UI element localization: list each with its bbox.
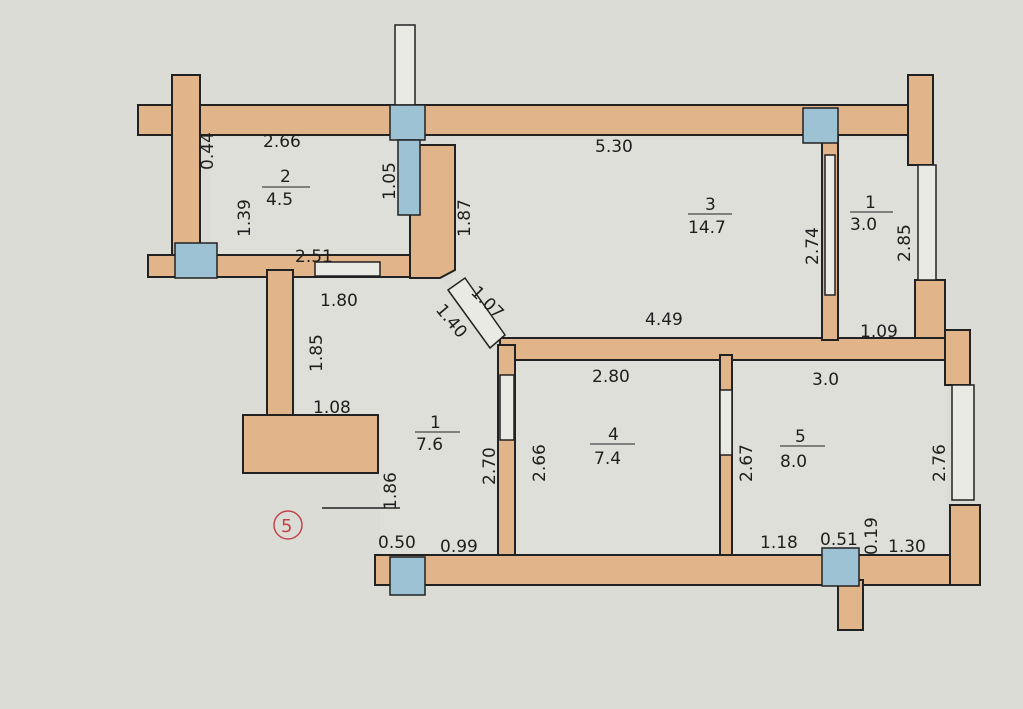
dim-0-50: 0.50 [378, 533, 416, 553]
room-4-number: 4 [608, 425, 619, 445]
dim-2-74: 2.74 [803, 227, 823, 265]
openings [314, 24, 975, 501]
dim-1-86: 1.86 [381, 472, 401, 510]
dim-2-67: 2.67 [737, 444, 757, 482]
hall-1-area: 7.6 [416, 435, 443, 455]
dim-1-87: 1.87 [455, 199, 475, 237]
dim-1-18: 1.18 [760, 533, 798, 553]
room-floors [210, 138, 947, 558]
room-4-area: 7.4 [594, 449, 621, 469]
room-3-number: 3 [705, 195, 716, 215]
dim-0-19: 0.19 [862, 517, 882, 555]
dim-1-39: 1.39 [235, 199, 255, 237]
dim-0-51: 0.51 [820, 530, 858, 550]
columns [174, 104, 860, 596]
dim-0-44: 0.44 [198, 132, 218, 170]
dimension-labels: 2.66 2.51 5.30 4.49 1.09 1.80 1.08 0.50 … [198, 132, 950, 557]
dim-1-80: 1.80 [320, 291, 358, 311]
dim-1-85: 1.85 [307, 334, 327, 372]
dim-2-70: 2.70 [480, 447, 500, 485]
hall-1-number: 1 [430, 413, 441, 433]
dim-2-76: 2.76 [930, 444, 950, 482]
dim-2-66-room4: 2.66 [530, 444, 550, 482]
dim-4-49: 4.49 [645, 310, 683, 330]
balcony-1-number: 1 [865, 193, 876, 213]
dim-3-0: 3.0 [812, 370, 839, 390]
dim-5-30: 5.30 [595, 137, 633, 157]
room-labels: 2 4.5 3 14.7 1 3.0 1 7.6 4 7.4 5 8.0 [262, 167, 893, 472]
dim-1-30: 1.30 [888, 537, 926, 557]
entrance-marker: 5 [273, 507, 400, 540]
room-5-number: 5 [795, 427, 806, 447]
dim-1-09: 1.09 [860, 322, 898, 342]
balcony-1-area: 3.0 [850, 215, 877, 235]
entrance-number: 5 [281, 516, 292, 537]
room-5-area: 8.0 [780, 452, 807, 472]
dim-2-80: 2.80 [592, 367, 630, 387]
dim-2-51: 2.51 [295, 247, 333, 267]
room-2-area: 4.5 [266, 190, 293, 210]
dim-1-08: 1.08 [313, 398, 351, 418]
dim-0-99: 0.99 [440, 537, 478, 557]
room-2-number: 2 [280, 167, 291, 187]
dim-2-66: 2.66 [263, 132, 301, 152]
room-3-area: 14.7 [688, 218, 726, 238]
dim-2-85: 2.85 [895, 224, 915, 262]
dim-1-05: 1.05 [380, 162, 400, 200]
